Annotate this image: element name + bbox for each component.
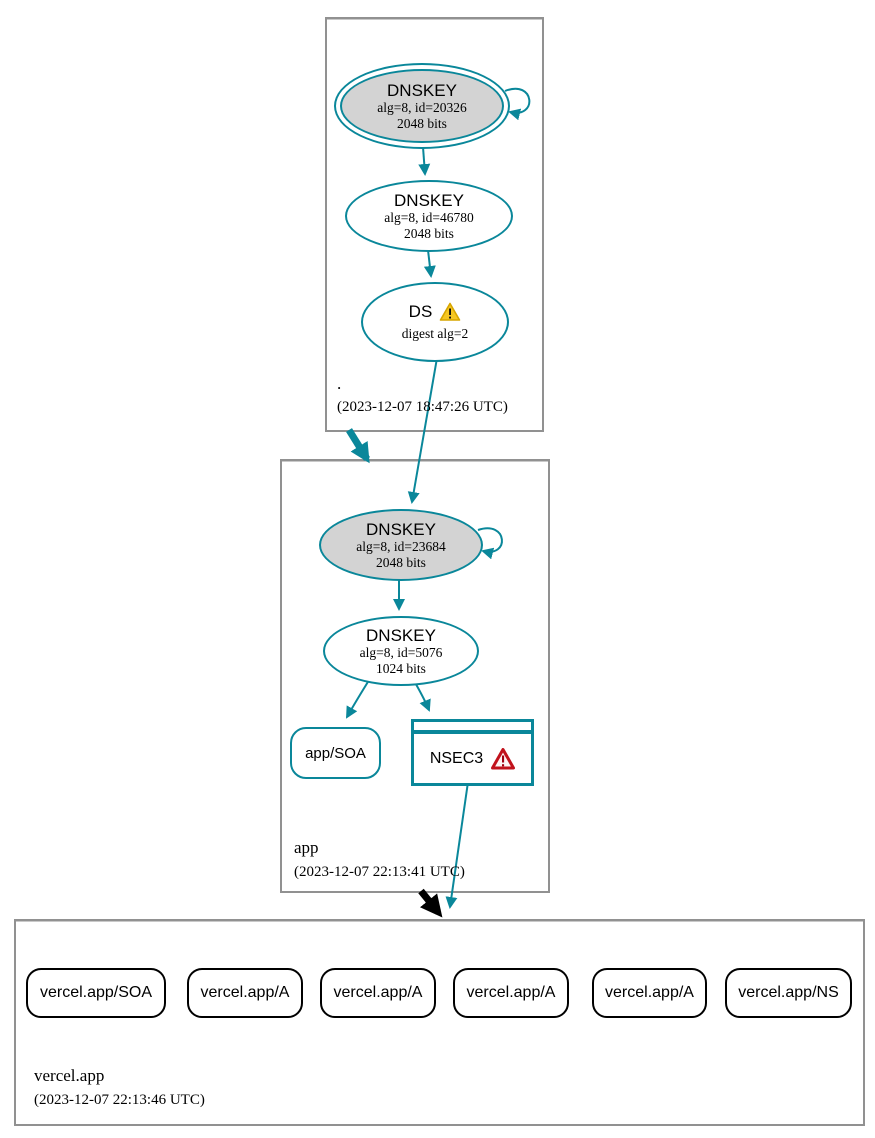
rrset-label: app/SOA bbox=[305, 744, 366, 762]
zone-name-vercel-app: vercel.app bbox=[34, 1066, 105, 1085]
node-title: DNSKEY bbox=[387, 80, 457, 100]
node-root-ksk[interactable]: DNSKEY alg=8, id=20326 2048 bits bbox=[334, 63, 510, 149]
warning-triangle-icon bbox=[439, 302, 461, 322]
node-detail: alg=8, id=5076 bbox=[359, 645, 443, 661]
node-detail: alg=8, id=23684 bbox=[356, 539, 446, 555]
zone-name-app: app bbox=[294, 838, 319, 857]
zone-timestamp-root: (2023-12-07 18:47:26 UTC) bbox=[337, 399, 508, 415]
node-detail: 1024 bits bbox=[376, 660, 426, 676]
rrset-label: vercel.app/NS bbox=[738, 984, 839, 1001]
zone-timestamp-vercel-app: (2023-12-07 22:13:46 UTC) bbox=[34, 1092, 205, 1108]
rrset-label: vercel.app/A bbox=[466, 984, 556, 1001]
node-title: NSEC3 bbox=[429, 749, 484, 767]
node-vercel-app-a-1[interactable]: vercel.app/A bbox=[187, 968, 303, 1018]
node-title: DNSKEY bbox=[366, 519, 436, 539]
node-app-nsec3[interactable]: NSEC3 bbox=[411, 719, 534, 786]
node-title: DNSKEY bbox=[366, 625, 436, 645]
node-detail: digest alg=2 bbox=[401, 326, 469, 342]
node-vercel-app-a-4[interactable]: vercel.app/A bbox=[592, 968, 707, 1018]
rrset-label: vercel.app/SOA bbox=[39, 984, 153, 1001]
rrset-label: vercel.app/A bbox=[333, 984, 423, 1001]
edge-delegation-app-vercel-app bbox=[418, 888, 443, 918]
node-root-ksk-inner: DNSKEY alg=8, id=20326 2048 bits bbox=[340, 69, 504, 143]
node-detail: 2048 bits bbox=[397, 115, 447, 131]
node-detail: 2048 bits bbox=[376, 554, 426, 570]
node-app-soa[interactable]: app/SOA bbox=[290, 727, 381, 779]
node-vercel-app-a-3[interactable]: vercel.app/A bbox=[453, 968, 569, 1018]
node-vercel-app-soa[interactable]: vercel.app/SOA bbox=[26, 968, 166, 1018]
rrset-label: vercel.app/A bbox=[605, 984, 694, 1001]
node-title: DS bbox=[408, 302, 433, 322]
zone-timestamp-app: (2023-12-07 22:13:41 UTC) bbox=[294, 864, 465, 880]
node-vercel-app-ns[interactable]: vercel.app/NS bbox=[725, 968, 852, 1018]
zone-name-root: . bbox=[337, 374, 342, 393]
node-root-zsk[interactable]: DNSKEY alg=8, id=46780 2048 bits bbox=[345, 180, 513, 252]
node-vercel-app-a-2[interactable]: vercel.app/A bbox=[320, 968, 436, 1018]
zone-box-vercel-app bbox=[14, 919, 865, 1126]
edge-delegation-root-app bbox=[346, 428, 370, 464]
nsec3-header-stripe bbox=[414, 722, 531, 734]
error-triangle-icon bbox=[491, 747, 516, 770]
node-detail: alg=8, id=46780 bbox=[384, 210, 474, 226]
node-root-ds[interactable]: DS digest alg=2 bbox=[361, 282, 509, 362]
node-app-ksk[interactable]: DNSKEY alg=8, id=23684 2048 bits bbox=[319, 509, 483, 581]
node-title: DNSKEY bbox=[394, 190, 464, 210]
node-detail: 2048 bits bbox=[404, 225, 454, 241]
node-app-zsk[interactable]: DNSKEY alg=8, id=5076 1024 bits bbox=[323, 616, 479, 686]
rrset-label: vercel.app/A bbox=[200, 984, 290, 1001]
node-detail: alg=8, id=20326 bbox=[377, 100, 467, 116]
